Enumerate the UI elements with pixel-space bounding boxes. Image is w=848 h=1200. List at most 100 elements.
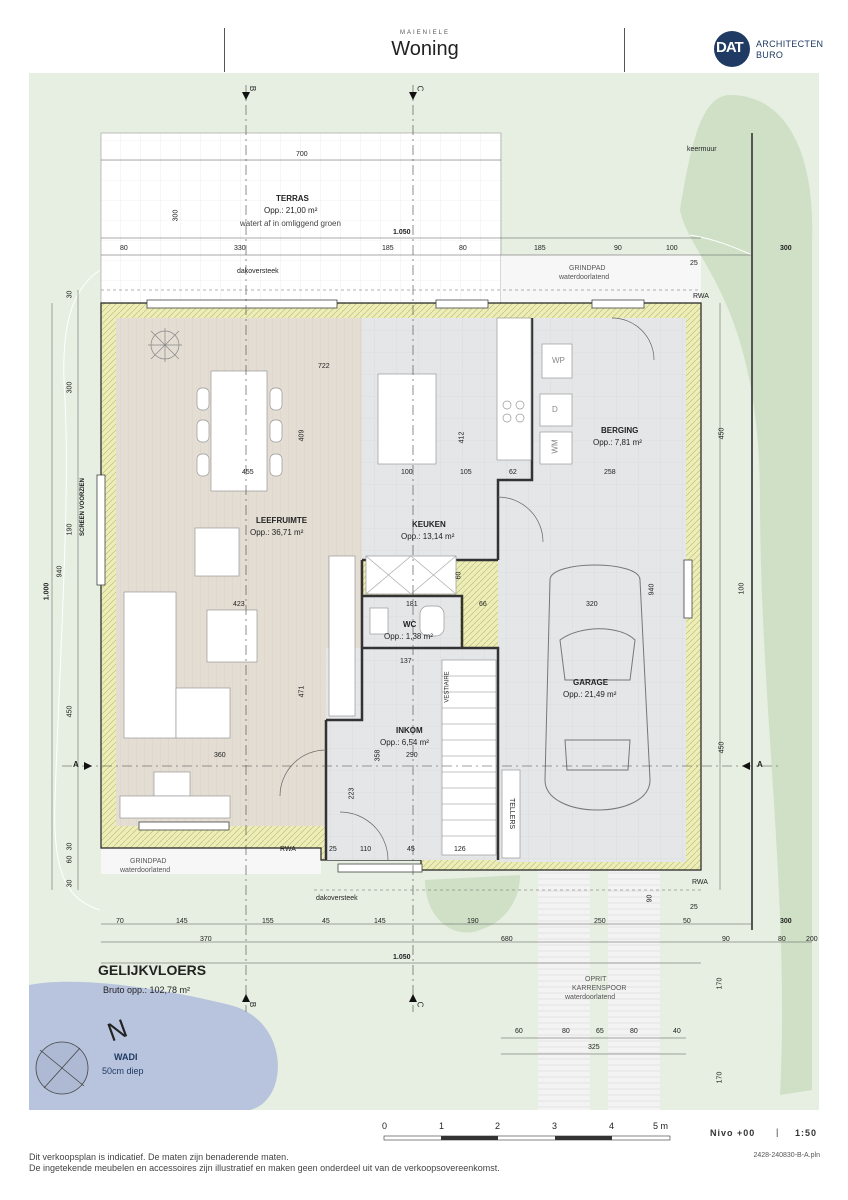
dim-90-garage: 90: [646, 894, 654, 903]
section-markers: [84, 92, 750, 1002]
dim-80a: 80: [120, 245, 128, 252]
section-label-b-top: B: [248, 85, 258, 92]
dim-223: 223: [348, 787, 356, 800]
grindpad-top-sub: waterdoorlatend: [559, 274, 610, 281]
screen-label: SCREEN VOORZIEN: [80, 477, 87, 537]
dim-30-left-a: 30: [66, 290, 74, 299]
scale-tick-2: 2: [495, 1121, 501, 1131]
dimension-lines: [51, 159, 812, 1055]
project-subtitle: MAIENIELE: [399, 30, 450, 36]
dim-65: 65: [596, 1028, 604, 1035]
dim-145b: 145: [374, 918, 386, 925]
bruto-area: Bruto opp.: 102,78 m²: [103, 985, 191, 995]
dim-90a: 90: [614, 245, 622, 252]
scale-tick-5: 5 m: [653, 1121, 669, 1131]
dakoversteek-top-label: dakoversteek: [237, 268, 279, 275]
stairs: [442, 675, 496, 837]
north-arrow-icon: [35, 1041, 89, 1095]
karrenspoor-label: KARRENSPOOR: [572, 985, 627, 992]
dim-80b: 80: [459, 245, 467, 252]
dim-471: 471: [298, 685, 306, 698]
dim-360: 360: [214, 752, 226, 759]
berging-name: BERGING: [601, 426, 639, 435]
dim-300-bottom-right: 300: [780, 918, 792, 925]
scale-tick-3: 3: [552, 1121, 558, 1131]
dim-680: 680: [501, 936, 513, 943]
logo-text: DAT: [716, 39, 744, 56]
dim-62: 62: [509, 469, 517, 476]
wm-label: WM: [550, 439, 560, 454]
dim-40: 40: [673, 1028, 681, 1035]
dim-137: 137: [400, 658, 412, 665]
plant-icon: [148, 328, 182, 362]
grindpad-bottom-label: GRINDPAD: [130, 858, 167, 865]
file-reference: 2428-240830-B-A.pln: [753, 1152, 820, 1159]
wc-name: WC: [403, 620, 417, 629]
section-label-b-bottom: B: [248, 1001, 258, 1008]
dim-358: 358: [374, 749, 382, 762]
green-bush: [425, 875, 520, 933]
inkom-name: INKOM: [396, 726, 423, 735]
grindpad-top-label: GRINDPAD: [569, 265, 606, 272]
brand-logo: DAT: [714, 31, 754, 67]
dim-1000: 1.000: [43, 582, 51, 601]
dim-450-right-b: 450: [718, 741, 726, 754]
dim-145a: 145: [176, 918, 188, 925]
wp-label: WP: [552, 356, 565, 365]
dim-258: 258: [604, 469, 616, 476]
dim-25-bottom: 25: [690, 904, 698, 911]
rwa-bottom-right-label: RWA: [692, 879, 708, 886]
nivo-label: Nivo +00: [710, 1128, 756, 1138]
keuken-name: KEUKEN: [412, 520, 446, 529]
inkom-area: Opp.: 6,54 m²: [380, 738, 429, 747]
car-icon: [544, 564, 651, 811]
garage-name: GARAGE: [573, 678, 609, 687]
oprit-label: OPRIT: [585, 976, 607, 983]
green-strip: [680, 95, 813, 1095]
dim-412: 412: [458, 431, 466, 444]
dim-105: 105: [460, 469, 472, 476]
dim-30-left-c: 30: [66, 879, 74, 888]
wadi-label: WADI: [114, 1052, 138, 1062]
dim-300-right: 300: [780, 245, 792, 252]
dim-70: 70: [116, 918, 124, 925]
vestiaire-label: VESTIAIRE: [444, 671, 451, 703]
dim-45-inkom: 45: [407, 846, 415, 853]
grindpad-bottom-sub: waterdoorlatend: [120, 867, 171, 874]
dim-200: 200: [806, 936, 818, 943]
dim-80-oprit-a: 80: [562, 1028, 570, 1035]
oprit-left-track: [538, 870, 590, 1110]
site-line-right: [689, 234, 753, 256]
dim-170-b: 170: [716, 1071, 724, 1084]
dim-300-terras: 300: [172, 209, 180, 222]
oprit-sub: waterdoorlatend: [565, 994, 616, 1001]
dim-190: 190: [66, 523, 74, 536]
dim-50: 50: [683, 918, 691, 925]
terras-area: [100, 132, 502, 304]
dim-940-left: 940: [56, 565, 64, 578]
keermuur-label: keermuur: [687, 146, 717, 153]
dim-66: 66: [479, 601, 487, 608]
tellers-label: TELLERS: [508, 797, 516, 830]
dim-60-left: 60: [66, 855, 74, 864]
dim-20: 25: [329, 846, 337, 853]
dim-320: 320: [586, 601, 598, 608]
title-separator: |: [776, 1127, 779, 1137]
scale-tick-4: 4: [609, 1121, 615, 1131]
windows: [96, 299, 693, 873]
grindpad-bottom: [101, 848, 321, 874]
wc-area: Opp.: 1,38 m²: [384, 632, 433, 641]
dim-370: 370: [200, 936, 212, 943]
leefruimte-name: LEEFRUIMTE: [256, 516, 308, 525]
dim-80-bottom: 80: [778, 936, 786, 943]
section-label-a-right: A: [757, 760, 763, 769]
dim-330: 330: [234, 245, 246, 252]
d-label: D: [552, 405, 558, 414]
brand-line1: ARCHITECTEN: [756, 39, 824, 49]
scale-tick-1: 1: [439, 1121, 445, 1131]
header-divider-left: [224, 28, 225, 72]
rwa-top-label: RWA: [693, 293, 709, 300]
disclaimer-line1: Dit verkoopsplan is indicatief. De maten…: [29, 1152, 289, 1162]
terras-name: TERRAS: [276, 194, 309, 203]
dim-185b: 185: [534, 245, 546, 252]
